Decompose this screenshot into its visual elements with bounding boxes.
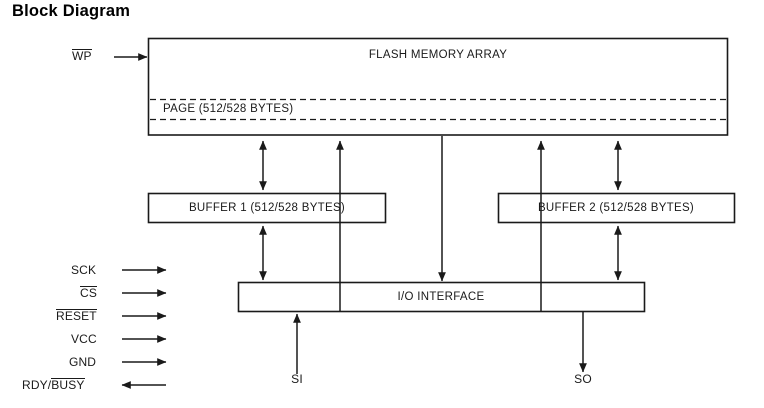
cs-text: CS xyxy=(80,286,97,300)
busy-text: BUSY xyxy=(51,378,85,392)
rdy-text: RDY/ xyxy=(22,378,52,392)
si-text: SI xyxy=(291,372,303,386)
buffer1-box xyxy=(147,192,387,224)
signal-label-si: SI xyxy=(291,372,303,386)
page-band-label: PAGE (512/528 BYTES) xyxy=(163,103,294,115)
signal-label-gnd: GND xyxy=(69,355,96,369)
signal-label-rdy-busy: RDY/BUSY xyxy=(22,378,85,392)
signal-label-reset: RESET xyxy=(56,309,97,323)
buffer1-label: BUFFER 1 (512/528 BYTES) xyxy=(188,202,346,214)
gnd-text: GND xyxy=(69,355,97,369)
signal-label-cs: CS xyxy=(80,286,97,300)
signal-label-sck: SCK xyxy=(71,263,96,277)
sck-text: SCK xyxy=(71,263,97,277)
so-text: SO xyxy=(574,372,592,386)
io-interface-label: I/O INTERFACE xyxy=(397,291,485,303)
signal-label-vcc: VCC xyxy=(71,332,97,346)
buffer2-label: BUFFER 2 (512/528 BYTES) xyxy=(537,202,695,214)
flash-memory-array-label: FLASH MEMORY ARRAY xyxy=(368,49,508,61)
wp-text: WP xyxy=(72,49,92,63)
page-title: Block Diagram xyxy=(12,2,131,20)
signal-label-so: SO xyxy=(574,372,592,386)
reset-text: RESET xyxy=(56,309,97,323)
io-interface-box xyxy=(237,281,646,313)
vcc-text: VCC xyxy=(71,332,97,346)
buffer2-box xyxy=(497,192,736,224)
signal-label-wp: WP xyxy=(72,49,92,63)
